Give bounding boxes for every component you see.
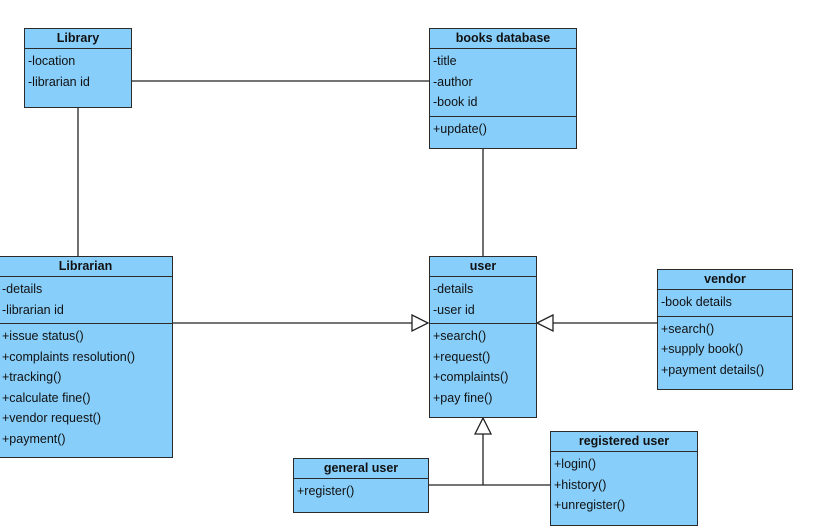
operation: +search() — [661, 321, 715, 336]
attributes-section: -details -user id — [430, 277, 536, 323]
attribute: -book id — [433, 95, 478, 109]
operation: +request() — [433, 349, 491, 364]
attributes-section: -book details — [658, 290, 792, 316]
class-librarian[interactable]: Librarian -details -librarian id +issue … — [0, 256, 173, 458]
operation: +supply book() — [661, 342, 744, 356]
generalization-arrowhead-vendor — [535, 313, 554, 333]
operations-section: +login() +history() +unregister() — [551, 452, 697, 519]
attributes-section: -location -librarian id — [25, 49, 131, 95]
attribute: -title — [433, 54, 457, 68]
operation: +login() — [554, 457, 597, 471]
operation: +calculate fine() — [2, 390, 91, 405]
operation: +update() — [433, 121, 487, 136]
class-name: general user — [294, 459, 428, 479]
class-general-user[interactable]: general user +register() — [293, 458, 429, 513]
operations-section: +search() +request() +complaints() +pay … — [430, 323, 536, 411]
operations-section: +update() — [430, 115, 576, 143]
operation: +search() — [433, 329, 487, 343]
class-library[interactable]: Library -location -librarian id — [24, 28, 132, 108]
attribute: -details — [2, 282, 43, 296]
class-name: user — [430, 257, 536, 277]
operation: +pay fine() — [433, 390, 493, 405]
attribute: -librarian id — [2, 302, 64, 317]
attribute: -user id — [433, 302, 475, 317]
class-name: Library — [25, 29, 131, 49]
attribute: -author — [433, 74, 473, 89]
class-registered-user[interactable]: registered user +login() +history() +unr… — [550, 431, 698, 526]
operation: +complaints() — [433, 370, 509, 384]
operations-section: +issue status() +complaints resolution()… — [0, 323, 172, 452]
class-books-database[interactable]: books database -title -author -book id +… — [429, 28, 577, 149]
generalization-arrowhead-subtypes — [473, 416, 493, 435]
operations-section: +search() +supply book() +payment detail… — [658, 315, 792, 384]
operation: +vendor request() — [2, 411, 102, 425]
operation: +payment details() — [661, 362, 765, 377]
operation: +payment() — [2, 431, 66, 446]
class-name: Librarian — [0, 257, 172, 277]
operation: +unregister() — [554, 498, 626, 512]
attribute: -location — [28, 54, 76, 68]
operation: +complaints resolution() — [2, 349, 136, 364]
attributes-section: -title -author -book id — [430, 49, 576, 116]
class-name: vendor — [658, 270, 792, 290]
operations-section: +register() — [294, 479, 428, 505]
operation: +history() — [554, 477, 607, 492]
generalization-arrowhead-librarian — [411, 313, 430, 333]
attribute: -librarian id — [28, 74, 90, 89]
class-vendor[interactable]: vendor -book details +search() +supply b… — [657, 269, 793, 390]
attribute: -book details — [661, 295, 732, 309]
operation: +issue status() — [2, 329, 84, 343]
attribute: -details — [433, 282, 474, 296]
class-name: books database — [430, 29, 576, 49]
operation: +tracking() — [2, 370, 62, 384]
operation: +register() — [297, 484, 355, 498]
attributes-section: -details -librarian id — [0, 277, 172, 323]
class-name: registered user — [551, 432, 697, 452]
class-user[interactable]: user -details -user id +search() +reques… — [429, 256, 537, 418]
